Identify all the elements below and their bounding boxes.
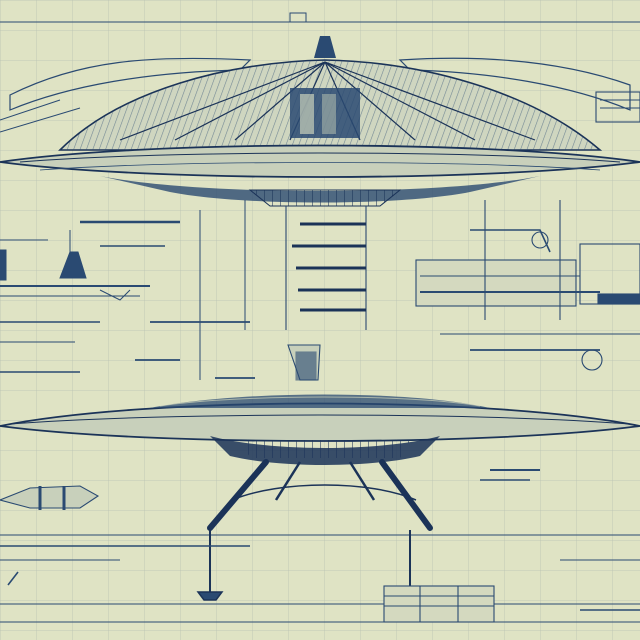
left-side-details bbox=[0, 200, 255, 380]
bottom-details bbox=[0, 485, 640, 623]
upper-saucer bbox=[0, 36, 640, 207]
landing-legs bbox=[196, 459, 433, 601]
central-column bbox=[285, 206, 367, 381]
lower-saucer bbox=[0, 394, 640, 465]
right-side-details bbox=[415, 91, 640, 481]
frame-lines bbox=[0, 12, 640, 623]
